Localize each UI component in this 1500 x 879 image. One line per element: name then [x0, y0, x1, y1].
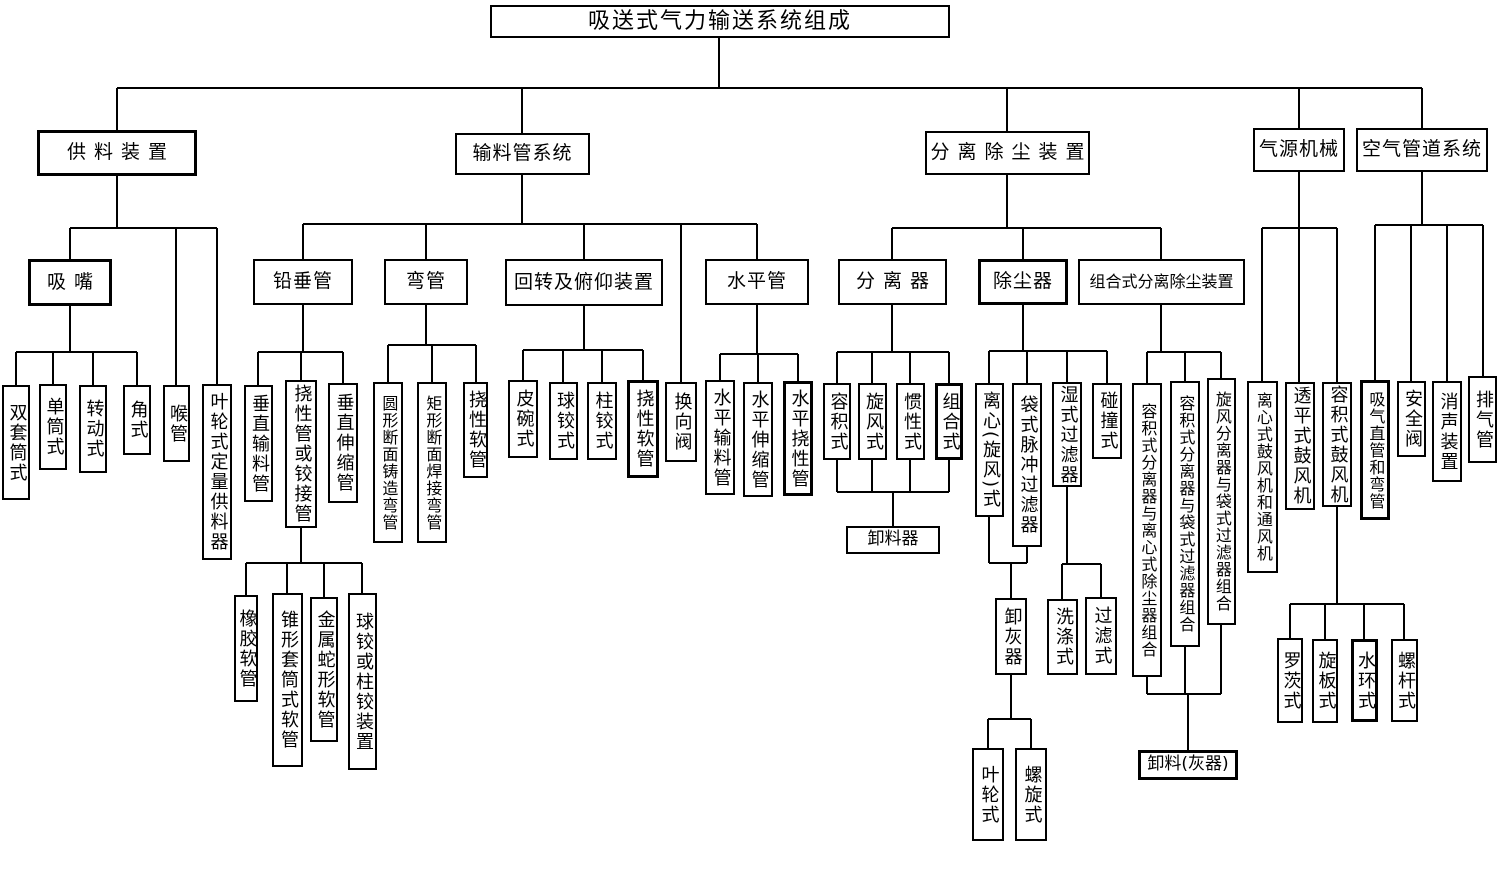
inertial-type: 惯性式 [896, 383, 925, 460]
air-source-machinery: 气源机械 [1253, 128, 1345, 172]
discharger: 卸料器 [846, 526, 940, 554]
feeding-device: 供料装置 [37, 130, 197, 176]
separation-dedusting-device: 分离除尘装置 [925, 131, 1090, 175]
centrifugal-blower-fan: 离心式鼓风机和通风机 [1247, 381, 1278, 573]
horizontal-conveying-pipe: 水平输料管 [705, 380, 735, 495]
impeller-type: 叶轮式 [972, 748, 1004, 841]
conveying-pipe-system: 输料管系统 [455, 133, 590, 175]
exhaust-pipe: 排气管 [1468, 376, 1497, 463]
dust-collector: 除尘器 [978, 259, 1068, 305]
filtering-type: 过滤式 [1085, 597, 1117, 675]
screw-type-blower: 螺杆式 [1391, 639, 1418, 722]
metal-snake-hose: 金属蛇形软管 [310, 597, 338, 742]
volumetric-type: 容积式 [823, 383, 851, 460]
material-ash-discharger: 卸料(灰器) [1138, 750, 1238, 780]
vertical-pipe: 铅垂管 [253, 259, 353, 305]
combo-volumetric-bag: 容积式分离器与袋式过滤器组合 [1170, 381, 1200, 647]
air-duct-system: 空气管道系统 [1356, 128, 1488, 172]
ash-discharger: 卸灰器 [995, 598, 1027, 675]
safety-valve: 安全阀 [1397, 381, 1426, 457]
impeller-quantitative-feeder: 叶轮式定量供料器 [202, 384, 232, 560]
slew-pitch-device: 回转及俯仰装置 [505, 259, 663, 306]
rect-section-welded-bend: 矩形断面焊接弯管 [417, 382, 447, 543]
rotary-vane-type: 旋板式 [1312, 639, 1338, 723]
combined-separation-unit: 组合式分离除尘装置 [1078, 259, 1245, 305]
rubber-hose: 橡胶软管 [234, 595, 258, 702]
impact-type: 碰撞式 [1092, 383, 1122, 459]
throat-pipe: 喉管 [163, 385, 190, 462]
ball-hinge-type: 球铰式 [549, 382, 578, 460]
wet-filter: 湿式过滤器 [1052, 382, 1082, 487]
centrifugal-cyclone-type: 离心(旋风)式 [975, 383, 1004, 517]
separator: 分离器 [838, 259, 947, 305]
washing-type: 洗涤式 [1047, 599, 1078, 675]
horizontal-pipe: 水平管 [705, 259, 809, 305]
angle-type: 角式 [123, 385, 151, 455]
horizontal-flexible-pipe: 水平挠性管 [783, 381, 813, 496]
water-ring-type: 水环式 [1351, 639, 1378, 722]
single-tube-type: 单筒式 [39, 384, 67, 470]
flexible-or-hinged-pipe: 挠性管或铰接管 [285, 380, 317, 528]
horizontal-telescopic-pipe: 水平伸缩管 [743, 382, 773, 497]
screw-type: 螺旋式 [1015, 748, 1047, 841]
silencer-device: 消声装置 [1432, 381, 1462, 482]
flexible-hose-slew: 挠性软管 [627, 380, 659, 478]
volumetric-blower: 容积式鼓风机 [1322, 382, 1352, 507]
cyclone-type: 旋风式 [858, 383, 887, 460]
suction-nozzle: 吸嘴 [28, 259, 112, 306]
bag-pulse-filter: 袋式脉冲过滤器 [1012, 383, 1042, 547]
ball-or-pillar-hinge-device: 球铰或柱铰装置 [348, 593, 377, 770]
pillar-hinge-type: 柱铰式 [587, 382, 617, 460]
turbo-blower: 透平式鼓风机 [1285, 382, 1315, 510]
vertical-conveying-pipe: 垂直输料管 [244, 385, 273, 502]
combo-cyclone-bag: 旋风分离器与袋式过滤器组合 [1207, 378, 1236, 625]
flexible-hose-bend: 挠性软管 [463, 382, 488, 478]
combo-volumetric-centrifugal: 容积式分离器与离心式除尘器组合 [1132, 383, 1162, 677]
roots-type: 罗茨式 [1277, 638, 1303, 723]
double-sleeve-type: 双套筒式 [2, 385, 30, 500]
vertical-telescopic-pipe: 垂直伸缩管 [328, 383, 358, 503]
bend-pipe: 弯管 [384, 259, 468, 305]
cone-sleeve-hose: 锥形套筒式软管 [272, 593, 303, 767]
round-section-cast-bend: 圆形断面铸造弯管 [373, 382, 403, 543]
combined-type: 组合式 [935, 383, 963, 460]
rotary-type: 转动式 [79, 385, 107, 473]
leather-bowl-type: 皮碗式 [508, 380, 538, 458]
suction-straight-and-bend-pipes: 吸气直管和弯管 [1360, 380, 1390, 520]
root-title-box: 吸送式气力输送系统组成 [490, 5, 950, 38]
reversing-valve: 换向阀 [665, 382, 697, 462]
